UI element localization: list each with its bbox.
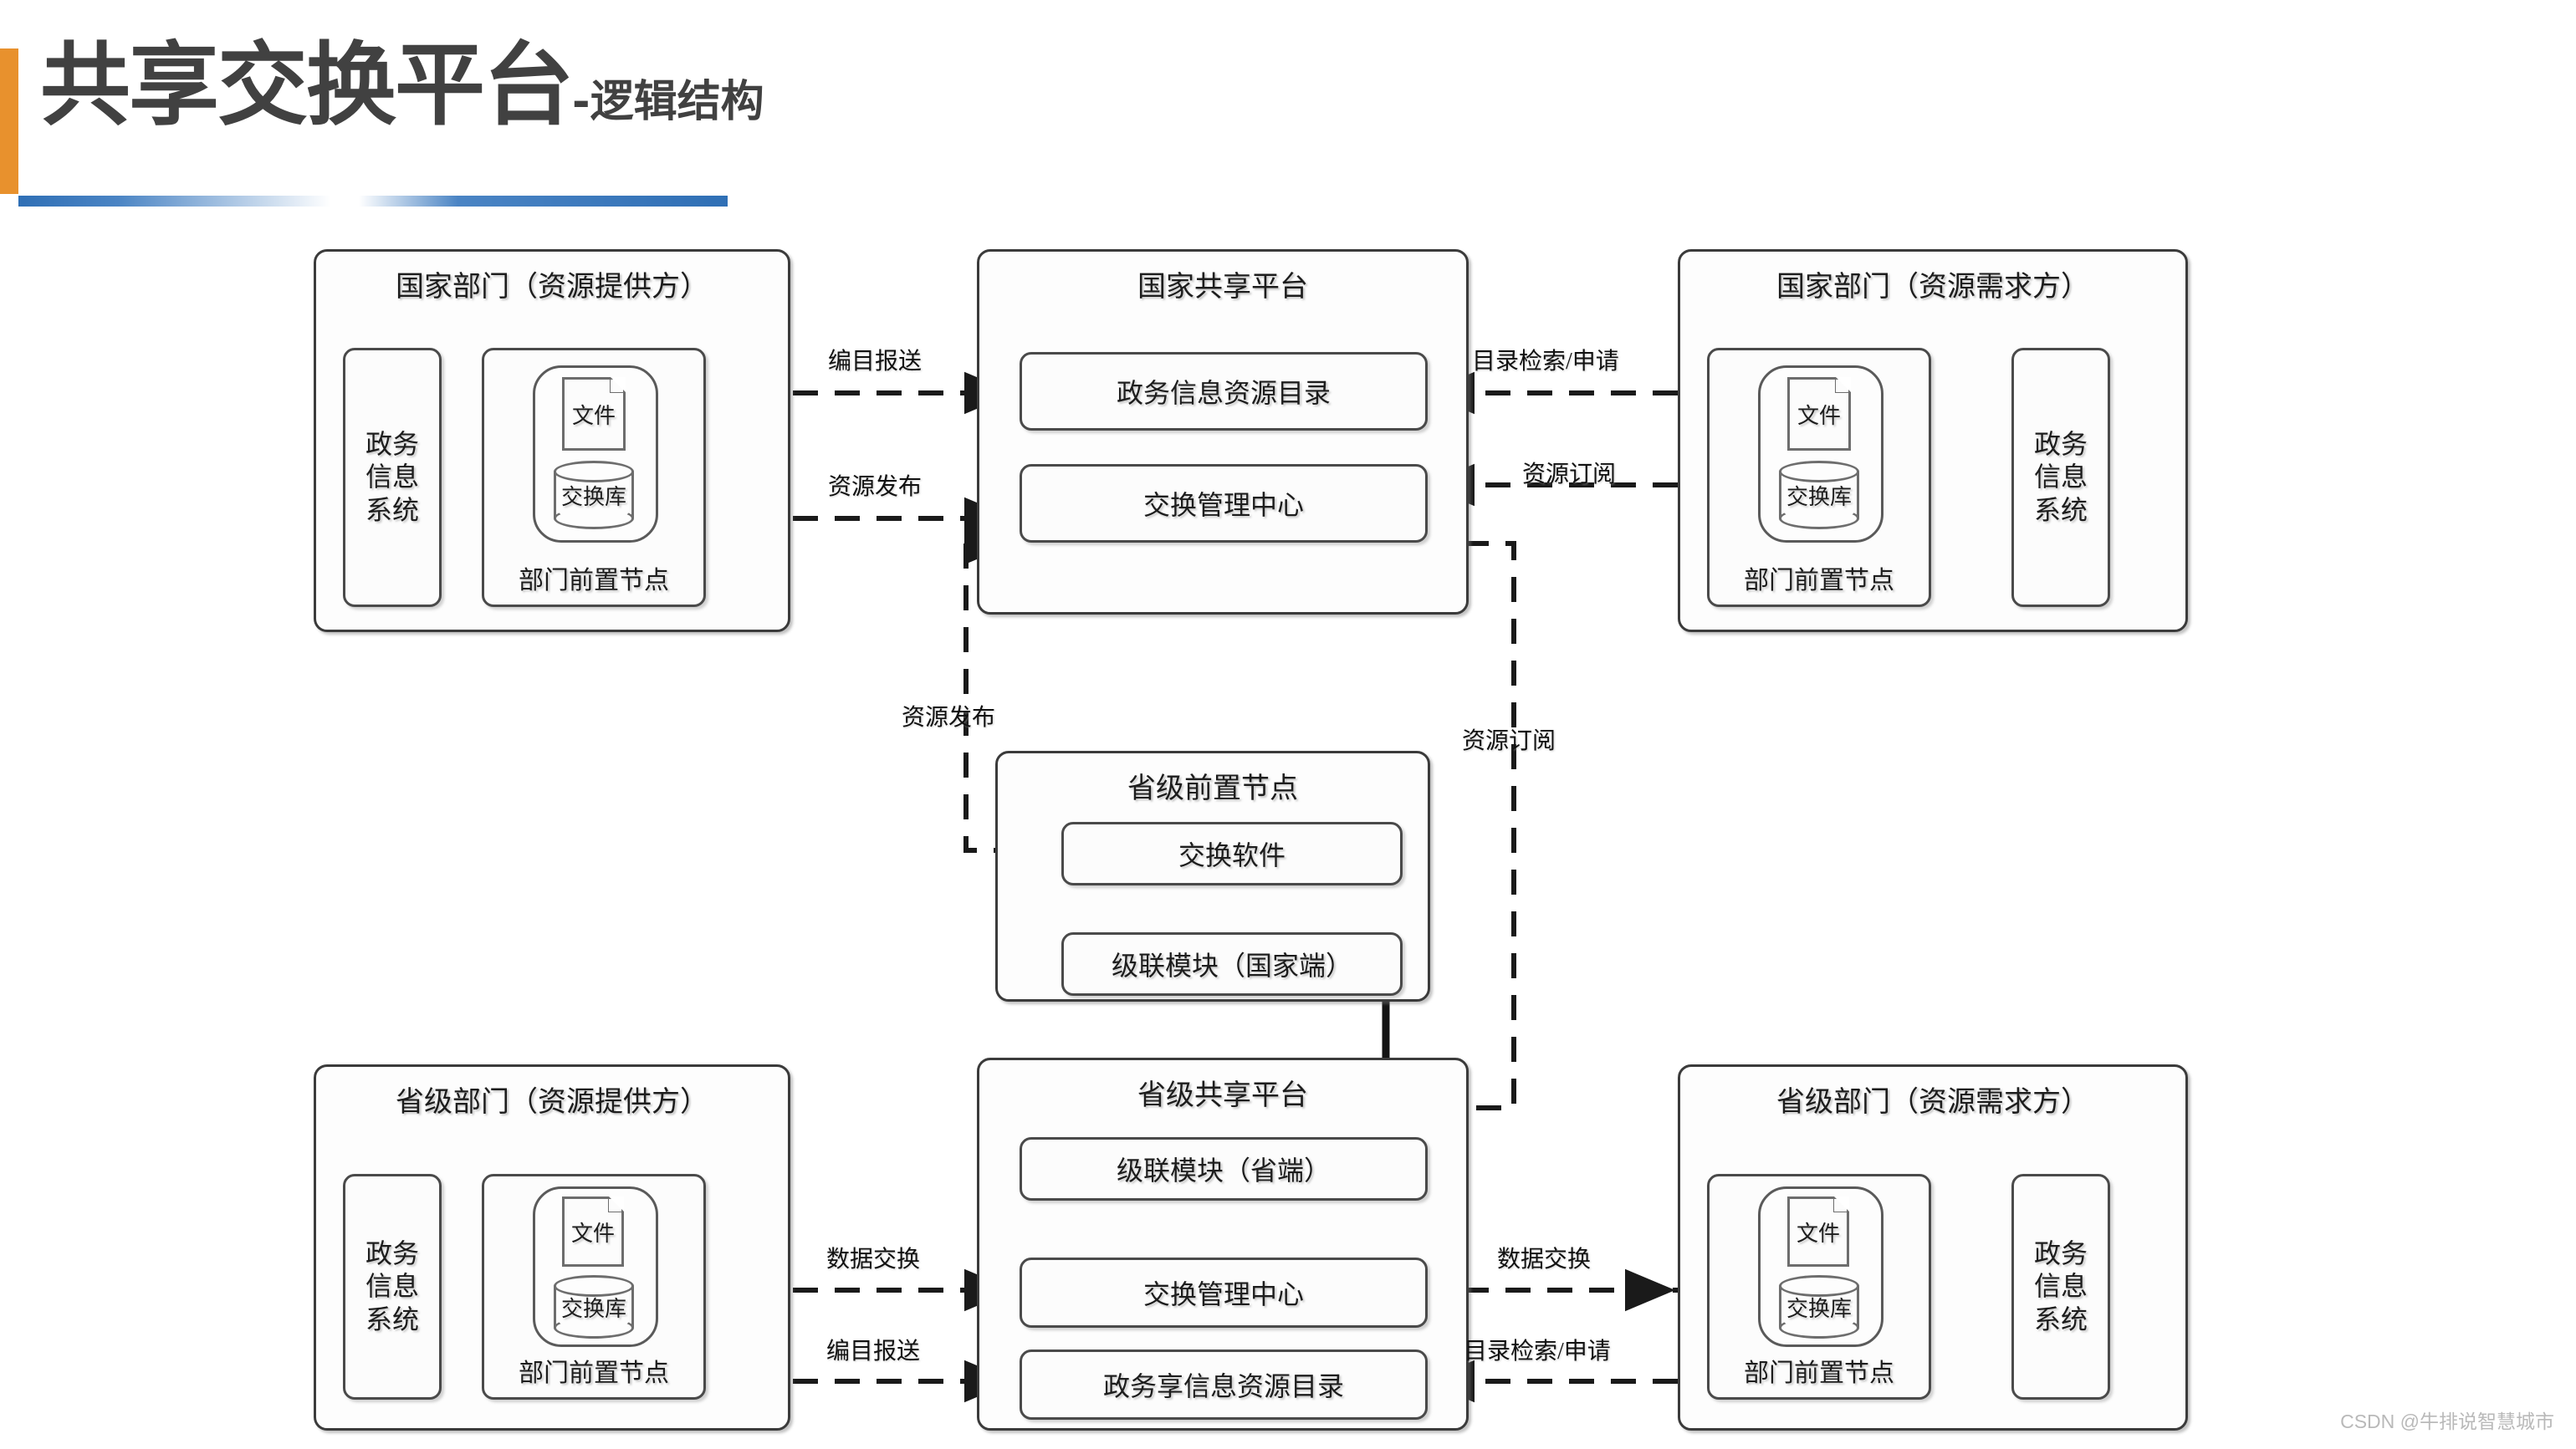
edge-label-resource-subscribe-mid: 资源订阅 (1462, 728, 1556, 754)
file-icon-label: 文件 (1797, 403, 1841, 428)
edge-label-data-exchange-bottom-left: 数据交换 (826, 1247, 921, 1273)
edge-label-catalog-search-apply-bottom-right: 目录检索/申请 (1464, 1339, 1611, 1365)
module-national-exchange-center: 交换管理中心 (1020, 464, 1428, 543)
group-title: 国家部门（资源提供方） (396, 272, 708, 303)
edge-label-resource-subscribe-top: 资源订阅 (1522, 462, 1617, 487)
group-national-platform: 国家共享平台 政务信息资源目录 交换管理中心 (977, 249, 1469, 615)
group-title: 省级共享平台 (1137, 1080, 1308, 1111)
exchange-db-icon: 交换库 (1779, 1275, 1859, 1339)
page-title-sub: -逻辑结构 (572, 77, 764, 127)
front-node-caption: 部门前置节点 (1744, 567, 1894, 594)
gov-info-system-box: 政务 信息 系统 (343, 348, 442, 607)
file-icon: 文件 (562, 377, 626, 451)
gov-info-system-box: 政务 信息 系统 (2011, 1174, 2110, 1400)
file-icon: 文件 (1787, 377, 1851, 451)
line: 系统 (2033, 494, 2088, 525)
title-accent-bar (0, 48, 18, 194)
front-node-caption: 部门前置节点 (1744, 1360, 1894, 1387)
group-provincial-platform: 省级共享平台 级联模块（省端） 交换管理中心 政务享信息资源目录 (977, 1058, 1469, 1431)
module-national-catalog: 政务信息资源目录 (1020, 352, 1428, 431)
line: 系统 (365, 1304, 419, 1334)
group-national-provider: 国家部门（资源提供方） 政务 信息 系统 文件 交换库 部门前置节点 (314, 249, 790, 632)
exchange-db-label: 交换库 (1786, 1296, 1852, 1321)
file-icon-label: 文件 (1796, 1221, 1840, 1246)
module-label: 政务享信息资源目录 (1102, 1371, 1344, 1401)
line: 信息 (2033, 1271, 2088, 1302)
group-title: 省级前置节点 (1127, 773, 1298, 804)
group-provincial-provider: 省级部门（资源提供方） 政务 信息 系统 文件 交换库 部门前置节点 (314, 1064, 790, 1431)
group-title: 省级部门（资源需求方） (1776, 1087, 2089, 1118)
group-provincial-consumer: 省级部门（资源需求方） 文件 交换库 部门前置节点 政务 信息 系统 (1678, 1064, 2188, 1431)
module-label: 政务信息资源目录 (1116, 378, 1331, 408)
line: 政务 (365, 429, 419, 460)
exchange-db-label: 交换库 (560, 1296, 626, 1321)
module-label: 级联模块（省端） (1116, 1156, 1331, 1186)
group-provincial-front-node: 省级前置节点 交换软件 级联模块（国家端） (995, 751, 1430, 1002)
module-cascade-provincial-side: 级联模块（省端） (1020, 1137, 1428, 1201)
group-title: 省级部门（资源提供方） (396, 1087, 708, 1118)
gov-info-system-box: 政务 信息 系统 (2011, 348, 2110, 607)
file-icon: 文件 (562, 1196, 624, 1267)
line: 系统 (365, 494, 419, 525)
file-icon-label: 文件 (571, 403, 616, 428)
front-node-caption: 部门前置节点 (519, 567, 669, 594)
module-label: 交换管理中心 (1142, 1279, 1304, 1309)
front-node-box: 文件 交换库 部门前置节点 (1707, 348, 1931, 607)
line: 政务 (365, 1238, 419, 1269)
front-node-box: 文件 交换库 部门前置节点 (482, 1174, 706, 1400)
edge-label-resource-publish-mid: 资源发布 (902, 705, 996, 731)
title-underline-rule (18, 196, 728, 207)
edge-label-catalog-search-apply-top: 目录检索/申请 (1472, 349, 1619, 375)
exchange-db-label: 交换库 (560, 484, 626, 509)
module-provincial-exchange-center: 交换管理中心 (1020, 1258, 1428, 1328)
module-exchange-software: 交换软件 (1061, 822, 1403, 885)
exchange-db-label: 交换库 (1786, 484, 1852, 509)
front-node-box: 文件 交换库 部门前置节点 (1707, 1174, 1931, 1400)
module-label: 交换软件 (1178, 840, 1285, 870)
page-title-main: 共享交换平台 (40, 33, 574, 138)
file-icon: 文件 (1787, 1196, 1849, 1267)
module-label: 交换管理中心 (1142, 490, 1304, 520)
module-cascade-national-side: 级联模块（国家端） (1061, 932, 1403, 996)
group-title: 国家部门（资源需求方） (1776, 272, 2089, 303)
line: 信息 (365, 462, 419, 492)
group-national-consumer: 国家部门（资源需求方） 文件 交换库 部门前置节点 政务 信息 系统 (1678, 249, 2188, 632)
gov-info-system-box: 政务 信息 系统 (343, 1174, 442, 1400)
module-label: 级联模块（国家端） (1111, 951, 1352, 981)
exchange-db-icon: 交换库 (554, 461, 634, 529)
line: 系统 (2033, 1304, 2088, 1334)
page-title: 共享交换平台-逻辑结构 (40, 40, 764, 148)
exchange-db-icon: 交换库 (554, 1275, 634, 1339)
line: 政务 (2033, 1238, 2088, 1269)
line: 信息 (365, 1271, 419, 1302)
edge-label-catalog-report-bottom-left: 编目报送 (826, 1339, 921, 1365)
group-title: 国家共享平台 (1137, 272, 1308, 303)
front-node-box: 文件 交换库 部门前置节点 (482, 348, 706, 607)
module-provincial-catalog: 政务享信息资源目录 (1020, 1350, 1428, 1420)
edge-label-catalog-report-top: 编目报送 (828, 349, 923, 375)
edge-label-data-exchange-bottom-right: 数据交换 (1497, 1247, 1592, 1273)
line: 政务 (2033, 429, 2088, 460)
file-icon-label: 文件 (570, 1221, 615, 1246)
exchange-db-icon: 交换库 (1779, 461, 1859, 529)
front-node-caption: 部门前置节点 (519, 1360, 669, 1387)
edge-label-resource-publish-top: 资源发布 (828, 474, 923, 500)
watermark: CSDN @牛排说智慧城市 (2340, 1411, 2554, 1432)
wire-resource-subscribe-mid (1422, 541, 1516, 1110)
line: 信息 (2033, 462, 2088, 492)
